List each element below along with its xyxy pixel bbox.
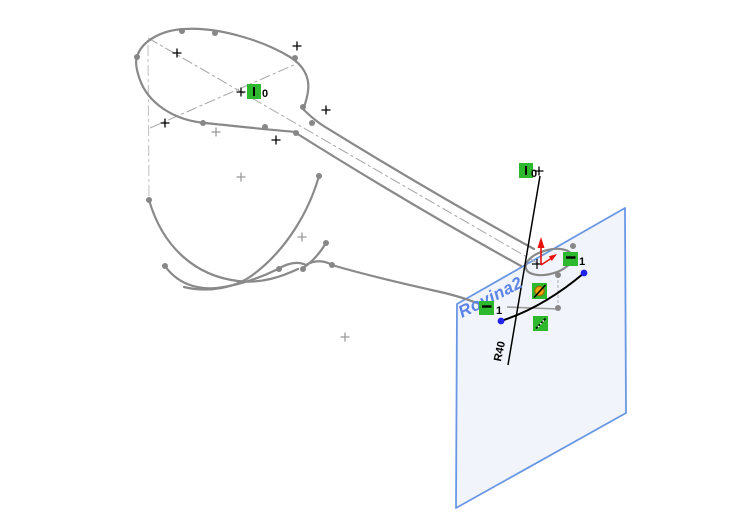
cross-marker	[321, 105, 331, 115]
constraint-badge-tangent[interactable]	[532, 283, 547, 299]
arc-endpoint-dot[interactable]	[580, 269, 588, 277]
spline-point-dot[interactable]	[323, 240, 329, 246]
spline-point-dot[interactable]	[292, 55, 298, 61]
spline-point-dot[interactable]	[329, 262, 335, 268]
tangent-constraint-icon-line	[533, 284, 547, 299]
radius-dimension-label[interactable]: R40	[492, 340, 508, 362]
profile-spline-small-u[interactable]	[163, 264, 280, 290]
spline-point-dots[interactable]	[134, 28, 576, 311]
spline-point-dot[interactable]	[309, 120, 315, 126]
profile-spline-steep[interactable]	[182, 174, 321, 291]
cross-marker	[160, 118, 170, 128]
arc-endpoint-dot[interactable]	[497, 317, 505, 325]
origin-axis-diagonal-arrowhead	[548, 254, 557, 261]
pierce-constraint-icon-dot	[542, 320, 545, 322]
cross-marker	[340, 332, 350, 342]
spoon-handle-bottom-edge[interactable]	[294, 131, 523, 268]
spline-point-dot[interactable]	[179, 28, 185, 34]
cross-marker	[292, 41, 302, 51]
spline-point-dot[interactable]	[134, 54, 140, 60]
cross-marker	[172, 48, 182, 58]
spline-point-dot[interactable]	[570, 243, 576, 249]
constraint-badge-vertical-line[interactable]: 0	[519, 163, 537, 180]
profile-spline-left-u[interactable]	[147, 198, 300, 283]
centerline-bowl-cross[interactable]	[149, 63, 297, 129]
origin-triad[interactable]	[532, 237, 557, 269]
spline-point-dot[interactable]	[162, 263, 168, 269]
spoon-handle-top-edge[interactable]	[302, 108, 536, 251]
cross-marker	[271, 135, 281, 145]
constraint-badge-vertical-bowl[interactable]: 0	[247, 84, 268, 100]
spline-point-dot[interactable]	[276, 266, 282, 272]
spline-point-dot[interactable]	[555, 272, 561, 278]
origin-axis-vertical-arrowhead	[537, 237, 545, 248]
spline-point-dot[interactable]	[316, 173, 322, 179]
sketch-arc-r40[interactable]	[500, 272, 585, 322]
centerline-vertical[interactable]	[147, 44, 150, 200]
badge-count-label: 1	[579, 256, 585, 268]
badge-count-label: 1	[496, 305, 502, 317]
spline-point-dot[interactable]	[200, 120, 206, 126]
spline-point-dot[interactable]	[293, 130, 299, 136]
pierce-constraint-icon-dot	[539, 322, 542, 325]
constraint-badge-horizontal-curve-end[interactable]: 1	[479, 301, 502, 317]
spoon-bowl-outline-top[interactable]	[135, 27, 310, 112]
cross-marker	[236, 87, 246, 97]
spline-point-dot[interactable]	[262, 124, 268, 130]
cross-marker	[211, 127, 221, 137]
profile-spline-long-tail[interactable]	[276, 260, 479, 305]
radius-dimension-line[interactable]	[507, 175, 541, 366]
origin-axis-diagonal[interactable]	[540, 257, 552, 266]
spline-point-dot[interactable]	[555, 305, 561, 311]
cross-marker	[236, 172, 246, 182]
plane-face[interactable]	[455, 207, 627, 509]
badge-count-label: 0	[531, 168, 537, 180]
cross-marker	[297, 232, 307, 242]
spoon-bowl-outline-bottom[interactable]	[134, 55, 298, 134]
constraint-badge-pierce[interactable]	[533, 316, 548, 331]
pierce-constraint-icon-dot	[537, 325, 540, 328]
sketch-plane-rovina2[interactable]	[455, 207, 627, 509]
cross-markers-gray	[211, 127, 350, 342]
spline-point-dot[interactable]	[146, 197, 152, 203]
centerline-handle-axis[interactable]	[147, 37, 540, 265]
constraint-badge-horizontal-origin[interactable]: 1	[563, 252, 585, 268]
cross-markers-black	[160, 41, 544, 176]
cross-marker	[534, 166, 544, 176]
spline-point-dot[interactable]	[300, 104, 306, 110]
spline-point-dot[interactable]	[212, 30, 218, 36]
badge-count-label: 0	[262, 88, 268, 100]
spline-point-dot[interactable]	[300, 266, 306, 272]
